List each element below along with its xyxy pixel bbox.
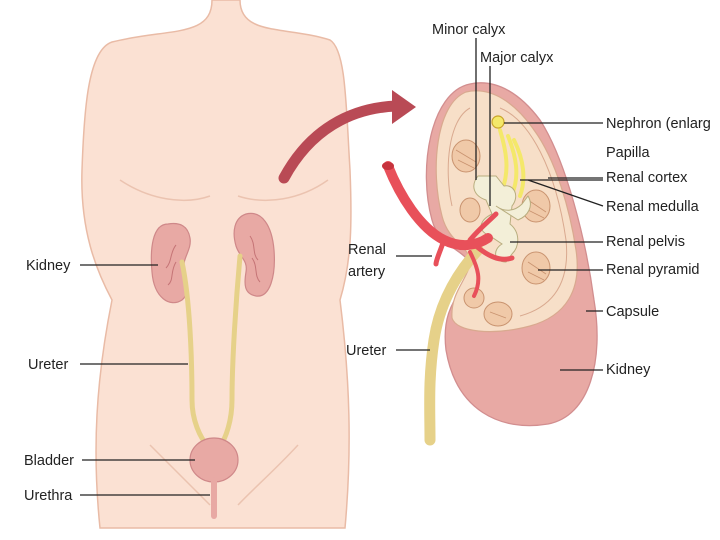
label-bladder: Bladder (24, 453, 74, 469)
label-capsule: Capsule (606, 304, 659, 320)
label-renal-artery-line1: Renal (348, 242, 386, 258)
label-minor-calyx: Minor calyx (432, 22, 506, 38)
label-renal-pelvis: Renal pelvis (606, 234, 685, 250)
body-bladder (190, 438, 238, 482)
label-renal-cortex: Renal cortex (606, 170, 688, 186)
label-renal-artery-line2: artery (348, 264, 386, 280)
label-urethra: Urethra (24, 488, 73, 504)
label-renal-pyramid: Renal pyramid (606, 262, 700, 278)
renal-artery-opening (382, 162, 394, 170)
label-major-calyx: Major calyx (480, 50, 554, 66)
torso-figure (82, 0, 351, 528)
label-nephron: Nephron (enlarg (606, 116, 711, 132)
label-ureter-body: Ureter (28, 357, 68, 373)
label-renal-medulla: Renal medulla (606, 199, 700, 215)
label-papilla: Papilla (606, 145, 650, 161)
label-kidney-body: Kidney (26, 258, 71, 274)
label-kidney-detail: Kidney (606, 362, 651, 378)
label-ureter-detail: Ureter (346, 343, 386, 359)
